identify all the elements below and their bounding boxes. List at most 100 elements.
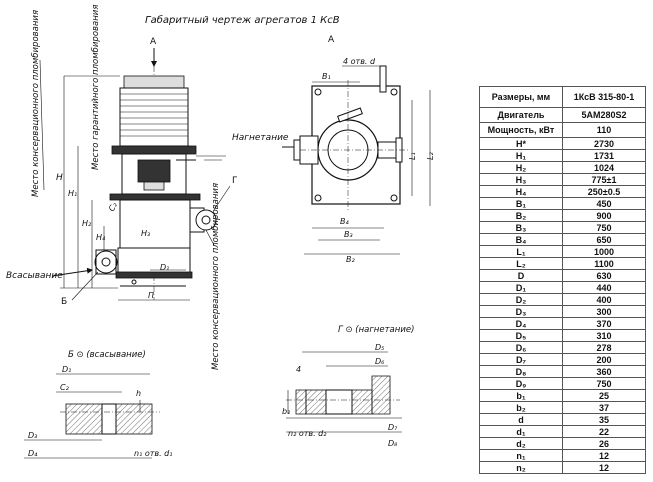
table-value: 750 — [562, 377, 646, 390]
dim-d3: D₃ — [28, 431, 37, 440]
table-key: n₁ — [479, 449, 563, 462]
table-key: H₄ — [479, 185, 563, 198]
table-key: D — [479, 269, 563, 282]
table-value: 22 — [562, 425, 646, 438]
table-key: D₄ — [479, 317, 563, 330]
dim-h1: H₁ — [68, 189, 77, 198]
table-value: 26 — [562, 437, 646, 450]
seal-warranty-label: Место гарантийного пломбирования — [91, 5, 101, 170]
dim-d1: D₁ — [160, 263, 169, 272]
table-value: 12 — [562, 449, 646, 462]
table-row: H*2730 — [479, 137, 646, 150]
table-value: 5AM280S2 — [562, 107, 646, 123]
dim-c2-detail: C₂ — [60, 383, 70, 392]
detail-b: Б ⊙ (всасывание) D₁ C₂ h D₃ D₄ n₁ отв. d… — [24, 350, 172, 459]
suction-label: Всасывание — [6, 271, 63, 281]
table-key: B₁ — [479, 197, 563, 210]
discharge-label: Нагнетание — [232, 133, 289, 143]
dim-d8: D₈ — [388, 439, 398, 448]
table-value: 370 — [562, 317, 646, 330]
table-value: 1024 — [562, 161, 646, 174]
table-key: D₅ — [479, 329, 563, 342]
table-value: 110 — [562, 122, 646, 138]
table-value: 1КсВ 315-80-1 — [562, 86, 646, 108]
dim-b2: B₂ — [346, 255, 355, 264]
table-value: 35 — [562, 413, 646, 426]
table-key: H* — [479, 137, 563, 150]
table-value: 1731 — [562, 149, 646, 162]
table-value: 278 — [562, 341, 646, 354]
dim-d6: D₆ — [375, 357, 385, 366]
dim-d1-detail: D₁ — [62, 365, 71, 374]
dim-h2: H₂ — [82, 219, 92, 228]
dim-b1: B₁ — [322, 72, 331, 81]
dim-c2: C₂ — [107, 200, 120, 213]
table-key: Размеры, мм — [479, 86, 563, 108]
table-key: D₈ — [479, 365, 563, 378]
table-value: 1000 — [562, 245, 646, 258]
dim-h: H — [56, 173, 63, 183]
table-key: L₁ — [479, 245, 563, 258]
drawing-title: Габаритный чертеж агрегатов 1 КсВ — [145, 14, 340, 26]
table-key: D₉ — [479, 377, 563, 390]
table-key: B₃ — [479, 221, 563, 234]
seal-left-label: Место консервационного пломбирования — [31, 10, 41, 197]
dim-four: 4 — [296, 365, 301, 374]
table-key: b₂ — [479, 401, 563, 414]
table-value: 450 — [562, 197, 646, 210]
dim-l2: L₂ — [426, 152, 435, 160]
table-value: 12 — [562, 461, 646, 474]
table-value: 2730 — [562, 137, 646, 150]
table-key: d₁ — [479, 425, 563, 438]
table-value: 37 — [562, 401, 646, 414]
seal-bottom-label: Место консервационного пломбирования — [211, 183, 221, 370]
table-key: H₁ — [479, 149, 563, 162]
n1-holes-label: n₁ отв. d₁ — [134, 449, 172, 458]
table-value: 440 — [562, 281, 646, 294]
dim-d4: D₄ — [28, 449, 38, 458]
table-key: d — [479, 413, 563, 426]
table-value: 200 — [562, 353, 646, 366]
table-key: L₂ — [479, 257, 563, 270]
dim-d7: D₇ — [388, 423, 398, 432]
table-value: 250±0.5 — [562, 185, 646, 198]
detail-b-title: Б ⊙ (всасывание) — [68, 350, 146, 360]
table-value: 900 — [562, 209, 646, 222]
table-key: D₂ — [479, 293, 563, 306]
n2-holes-label: n₂ отв. d₂ — [288, 429, 327, 438]
callout-b: Б — [61, 297, 67, 307]
dim-d: П — [148, 291, 154, 300]
dim-h-detail: h — [136, 389, 141, 398]
detail-g-title: Г ⊙ (нагнетание) — [338, 325, 414, 335]
dim-b3: B₃ — [344, 230, 353, 239]
table-value: 1100 — [562, 257, 646, 270]
table-key: n₂ — [479, 461, 563, 474]
table-value: 25 — [562, 389, 646, 402]
